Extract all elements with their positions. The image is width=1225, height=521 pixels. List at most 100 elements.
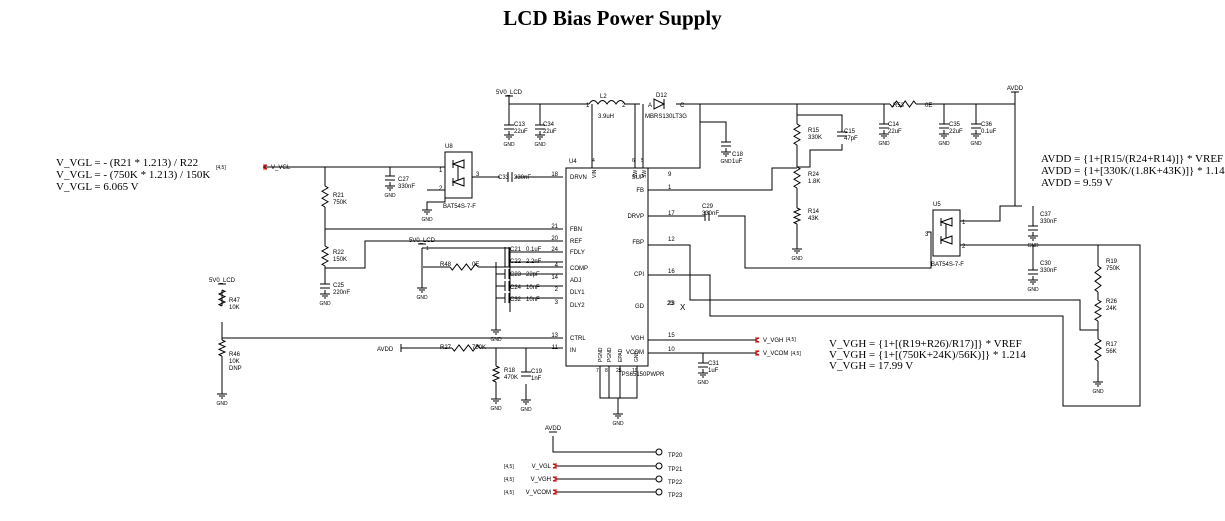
test-point-ref-tp23: TP23 bbox=[668, 493, 683, 499]
resistor-value-r14: 43K bbox=[808, 216, 819, 222]
capacitor-ref-c14: C14 bbox=[888, 122, 900, 128]
capacitor-c24 bbox=[504, 281, 510, 291]
capacitor-c35 bbox=[939, 123, 949, 129]
capacitor-ref-c22: C22 bbox=[510, 259, 522, 265]
resistor-value-r24: 1.8K bbox=[808, 179, 820, 185]
offsheet-tp-tp23-label: V_VCOM bbox=[526, 490, 551, 496]
gd-no-connect: X bbox=[680, 303, 686, 312]
resistor-ref-r46: R46 bbox=[229, 352, 241, 358]
ic-pin-name-fb: FB bbox=[636, 188, 644, 194]
capacitor-c25 bbox=[320, 283, 330, 289]
offsheet-tp-tp21-label: V_VGL bbox=[532, 464, 552, 470]
ground-symbol bbox=[320, 290, 330, 299]
capacitor-value-c14: 22uF bbox=[888, 129, 902, 135]
resistor-value-r53: 0E bbox=[925, 103, 932, 109]
capacitor-c13 bbox=[504, 124, 514, 130]
ground-symbol bbox=[792, 245, 802, 254]
capacitor-value-c24: 10nF bbox=[526, 285, 540, 291]
capacitor-c15 bbox=[837, 131, 847, 137]
resistor-ref-r14: R14 bbox=[808, 209, 820, 215]
capacitor-c21 bbox=[504, 247, 510, 257]
ic-pin-num-23: 23 bbox=[668, 301, 675, 307]
capacitor-ref-c23: C23 bbox=[510, 272, 522, 278]
capacitor-c33 bbox=[507, 172, 513, 182]
test-point-ref-tp22: TP22 bbox=[668, 480, 683, 486]
capacitor-ref-c15: C15 bbox=[844, 129, 856, 135]
resistor-r14 bbox=[792, 207, 802, 225]
ic-pin-num-12: 12 bbox=[668, 237, 675, 243]
net-5v0-lcd-ref: 5V0_LCD bbox=[409, 238, 436, 244]
ic-pin-name-sw-2: SW bbox=[642, 170, 648, 178]
ic-pin-name-fbn: FBN bbox=[570, 227, 582, 233]
diode-u8-pin1: 1 bbox=[439, 168, 443, 174]
ic-pin-num-4-top: 4 bbox=[592, 158, 595, 164]
capacitor-c23 bbox=[504, 269, 510, 279]
resistor-ref-r48: R48 bbox=[440, 262, 452, 268]
resistor-r22 bbox=[320, 245, 330, 267]
capacitor-ref-c24: C24 bbox=[510, 285, 522, 291]
resistor-value-r15: 330K bbox=[808, 135, 822, 141]
offsheet-tp-tp21-connector bbox=[552, 463, 558, 469]
capacitor-ref-c27: C27 bbox=[398, 177, 410, 183]
ground-label: GND bbox=[720, 159, 732, 165]
offsheet-tp-tp23-connector bbox=[552, 489, 558, 495]
net-5v0-lcd-left: 5V0_LCD bbox=[209, 278, 236, 284]
ic-pin-name-adj: ADJ bbox=[570, 278, 581, 284]
diode-d12-anode: A bbox=[648, 103, 652, 109]
capacitor-ref-c33: C33 bbox=[498, 175, 510, 181]
ground-symbol bbox=[521, 396, 531, 405]
ground-symbol bbox=[939, 130, 949, 139]
capacitor-value-c19: 1nF bbox=[531, 376, 542, 382]
ground-label: GND bbox=[938, 141, 950, 147]
test-point-tp22 bbox=[655, 475, 663, 483]
capacitor-value-c22: 2.2nF bbox=[526, 259, 542, 265]
ic-pin-num-3: 3 bbox=[555, 300, 559, 306]
capacitor-c34 bbox=[535, 124, 545, 130]
ic-u4-body bbox=[565, 167, 649, 367]
resistor-r27 bbox=[451, 344, 481, 352]
ground-label: GND bbox=[503, 142, 515, 148]
ic-pin-num-18: 18 bbox=[551, 172, 558, 178]
resistor-value-r21: 750K bbox=[333, 200, 347, 206]
ic-pin-num-10: 10 bbox=[668, 347, 675, 353]
resistor-value-r47: 10K bbox=[229, 305, 240, 311]
resistor-ref-r19: R19 bbox=[1106, 259, 1118, 265]
capacitor-ref-c31: C31 bbox=[708, 361, 720, 367]
resistor-ref-r53: R53 bbox=[893, 103, 905, 109]
resistor-ref-r17: R17 bbox=[1106, 342, 1118, 348]
offsheet-v-vgl-label: V_VGL bbox=[271, 165, 291, 171]
capacitor-value-c13: 22uF bbox=[514, 129, 528, 135]
ground-label: GND bbox=[1027, 243, 1039, 249]
capacitor-ref-c34: C34 bbox=[543, 122, 555, 128]
capacitor-value-c34: 22uF bbox=[543, 129, 557, 135]
avdd-equation-3: AVDD = 9.59 V bbox=[1041, 177, 1113, 189]
offsheet-tp-tp22-label: V_VGH bbox=[531, 477, 551, 483]
capacitor-c19 bbox=[521, 371, 531, 377]
ic-pin-name-pgnd-1: PGND bbox=[607, 347, 613, 362]
resistor-ref-r24: R24 bbox=[808, 172, 820, 178]
test-point-tp20 bbox=[655, 448, 663, 456]
ic-pin-num-24: 24 bbox=[551, 247, 558, 253]
ground-label: GND bbox=[216, 401, 228, 407]
ground-symbol bbox=[385, 182, 395, 191]
resistor-r15 bbox=[793, 123, 801, 146]
ic-pin-num-1: 1 bbox=[668, 185, 672, 191]
net-avdd-in: AVDD bbox=[377, 347, 394, 353]
offsheet-v-vcom-connector bbox=[754, 350, 760, 356]
capacitor-c30 bbox=[1028, 269, 1038, 275]
ground-label: GND bbox=[520, 407, 532, 413]
ground-label: GND bbox=[791, 256, 803, 262]
diode-u5-pin2: 2 bbox=[962, 244, 966, 250]
ground-label: GND bbox=[878, 141, 890, 147]
ic-pin-num-4: 4 bbox=[555, 263, 559, 269]
inductor-l2 bbox=[588, 100, 626, 105]
ic-pin-num-25: 25 bbox=[616, 368, 622, 374]
offsheet-v-vgh-sheet-ref: [4,5] bbox=[786, 337, 796, 343]
offsheet-v-vgh-connector bbox=[754, 337, 760, 343]
resistor-ref-r18: R18 bbox=[504, 368, 516, 374]
resistor-ref-r27: R27 bbox=[440, 345, 452, 351]
offsheet-v-vcom-sheet-ref: [4,5] bbox=[791, 351, 801, 357]
diode-d12-value: MBRS130LT3G bbox=[645, 114, 687, 120]
capacitor-c27 bbox=[385, 175, 395, 181]
